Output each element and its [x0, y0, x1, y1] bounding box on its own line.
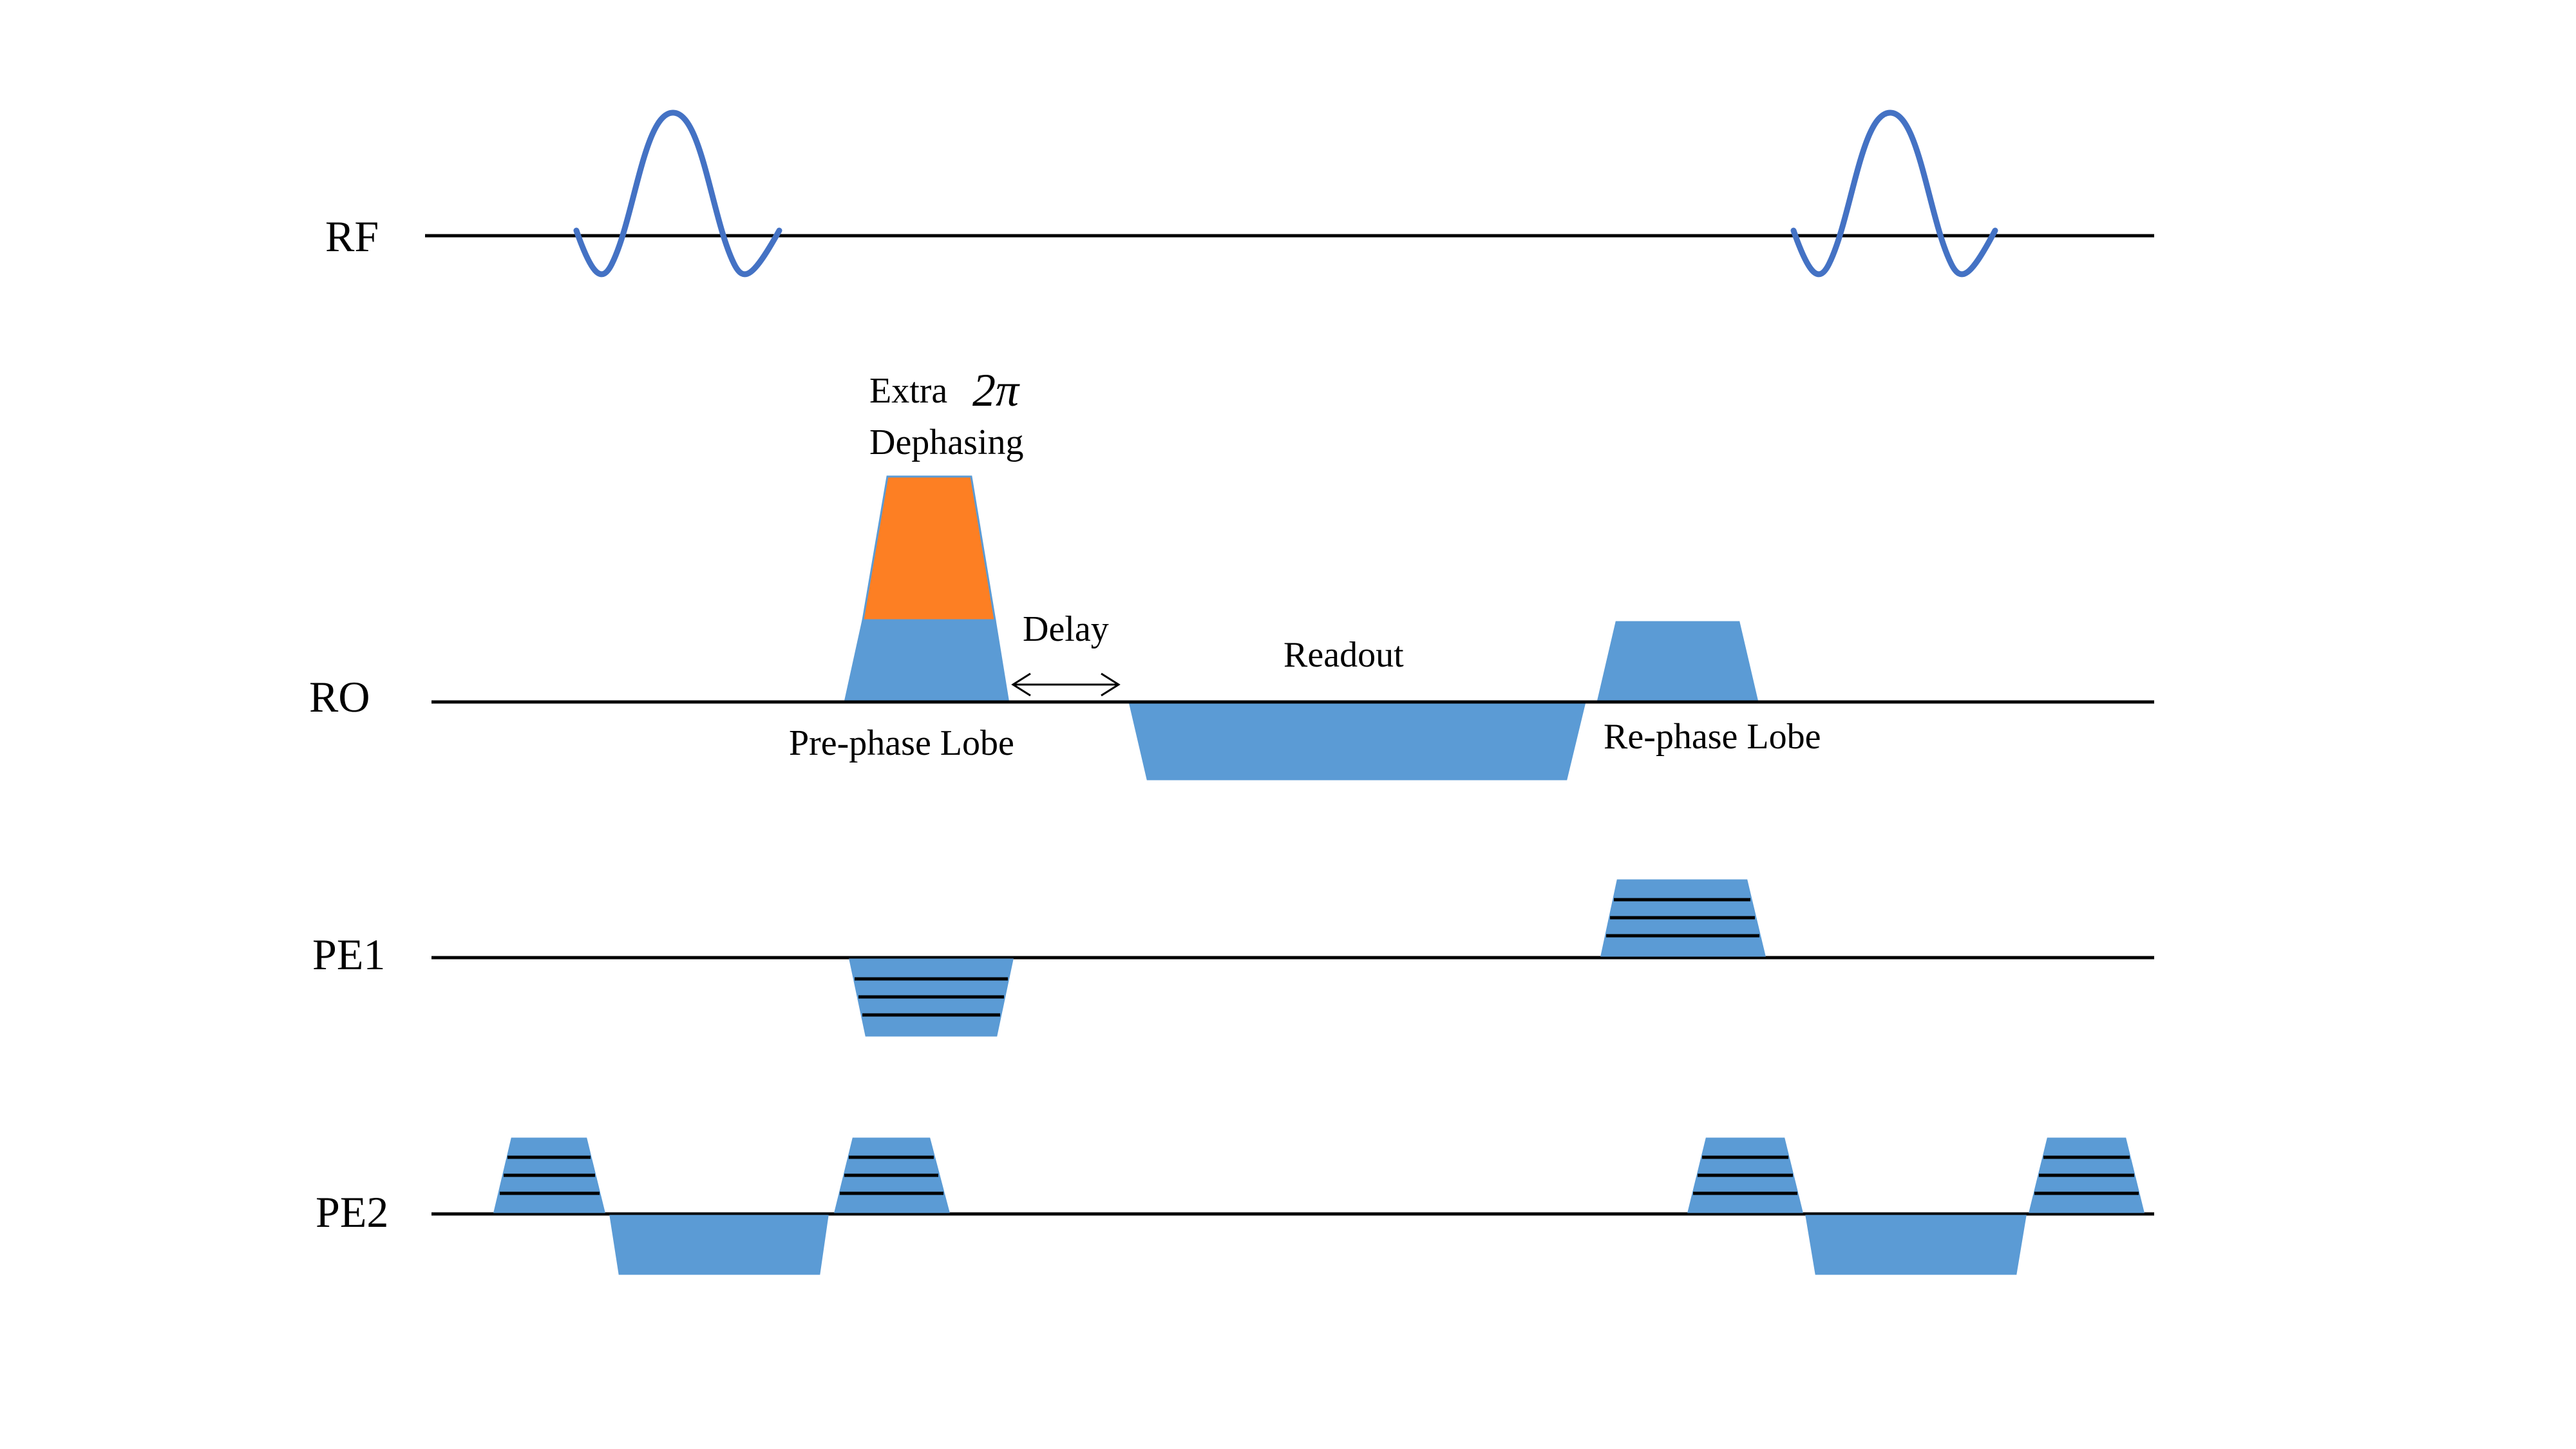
delay-arrow	[1011, 672, 1121, 697]
pe2-table-2	[834, 1137, 950, 1213]
prephase-lobe-label: Pre-phase Lobe	[789, 723, 1014, 763]
extra-label: Extra	[869, 371, 947, 411]
ro-row: RO Extra 2π Dephasing Delay Readout Pre-…	[309, 365, 2154, 781]
dephasing-label: Dephasing	[869, 422, 1024, 462]
ro-row-label: RO	[309, 672, 370, 721]
rephase-lobe-label: Re-phase Lobe	[1604, 717, 1821, 757]
readout-label: Readout	[1283, 635, 1404, 675]
rf-row-label: RF	[325, 212, 379, 261]
pe2-negative-lobe-1	[609, 1215, 829, 1275]
pe2-table-4	[2029, 1137, 2145, 1213]
pe2-table-1	[493, 1137, 605, 1213]
pe1-rewinder-table	[1600, 879, 1766, 957]
pe2-negative-lobe-2	[1805, 1215, 2027, 1275]
extra-dephasing-lobe	[862, 475, 996, 621]
delay-label: Delay	[1023, 609, 1109, 649]
pe2-table-3	[1687, 1137, 1803, 1213]
rf-pulse-excitation	[573, 109, 782, 278]
two-pi-label: 2π	[972, 365, 1020, 416]
prephase-lobe	[844, 619, 1009, 701]
rf-pulse-refocusing	[1790, 109, 1998, 278]
pe2-row-label: PE2	[316, 1188, 388, 1236]
pe1-row-label: PE1	[312, 930, 385, 979]
rephase-lobe	[1597, 621, 1758, 701]
pe1-row: PE1	[312, 879, 2154, 1037]
pe1-prephase-table	[849, 958, 1014, 1037]
pe2-row: PE2	[316, 1137, 2154, 1275]
rf-row: RF	[325, 109, 2154, 278]
readout-lobe	[1129, 703, 1586, 781]
